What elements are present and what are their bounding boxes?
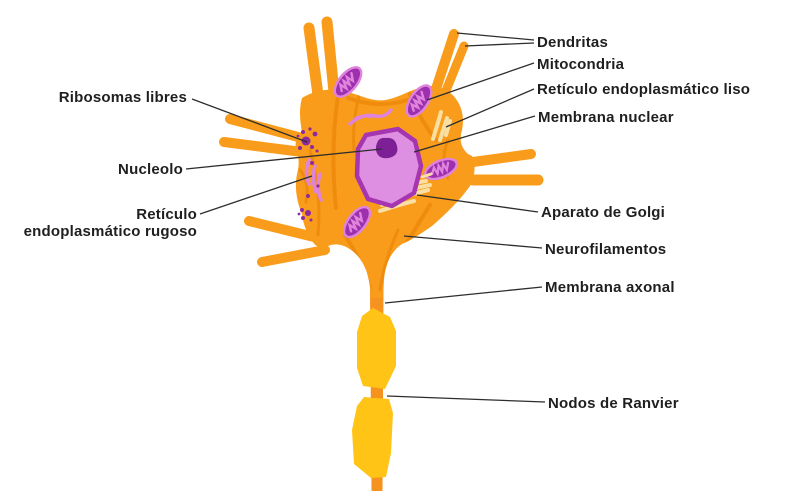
label-nodos-ranvier: Nodos de Ranvier: [548, 395, 679, 412]
label-membrana-nuclear: Membrana nuclear: [538, 109, 674, 126]
ribosome-cluster-2: [297, 208, 313, 222]
mitochondrion-3: [424, 157, 458, 181]
leader-ribosomas-libres: [191, 98, 308, 143]
smooth-er: [431, 110, 452, 142]
leader-membrana-nuclear: [413, 115, 536, 153]
dendrite-right-1: [468, 149, 536, 167]
label-reticulo-rugoso: Retículo endoplasmático rugoso: [23, 206, 197, 240]
dendrite-top-right-2: [438, 41, 469, 103]
label-mitocondria: Mitocondria: [537, 56, 625, 73]
leader-reticulo-liso: [445, 88, 535, 128]
myelin-sheath-segment-2: [352, 397, 393, 478]
leader-nodos-ranvier: [386, 395, 546, 403]
ribosome-cluster-1: [296, 127, 319, 153]
dendrite-left-1: [225, 114, 307, 143]
label-dendritas: Dendritas: [537, 34, 608, 51]
leader-reticulo-rugoso: [199, 175, 313, 215]
leader-neurofilamentos: [403, 235, 543, 249]
dendrite-top-left-2: [321, 16, 340, 98]
label-membrana-axonal: Membrana axonal: [545, 279, 675, 296]
leader-dendritas-1: [456, 32, 535, 41]
leader-mitocondria: [426, 62, 535, 101]
label-nucleolo: Nucleolo: [118, 161, 183, 178]
dendrite-lower-left-2: [257, 245, 330, 267]
nucleus: [354, 126, 424, 209]
mitochondrion-1: [333, 66, 363, 98]
label-ribosomas-libres: Ribosomas libres: [58, 89, 187, 106]
dendrite-top-left-1: [303, 22, 324, 101]
dendrite-left-2: [219, 137, 307, 157]
label-neurofilamentos: Neurofilamentos: [545, 241, 667, 258]
leader-aparato-golgi: [416, 194, 539, 213]
myelin-sheath-segment-1: [357, 308, 396, 389]
nucleolus: [375, 137, 398, 159]
mitochondrion-2: [405, 84, 433, 118]
mitochondrion-4: [342, 205, 372, 239]
dendrite-top-right-1: [429, 29, 459, 100]
pink-er-strands: [348, 108, 393, 126]
node-of-ranvier-gap: [371, 389, 383, 398]
leader-dendritas-2: [464, 42, 535, 47]
dendrite-lower-left-1: [244, 216, 323, 243]
label-reticulo-liso: Retículo endoplasmático liso: [537, 81, 751, 98]
label-aparato-golgi: Aparato de Golgi: [541, 204, 666, 221]
leader-nucleolo: [185, 148, 383, 170]
rough-er: [304, 158, 323, 202]
leader-membrana-axonal: [384, 286, 543, 304]
